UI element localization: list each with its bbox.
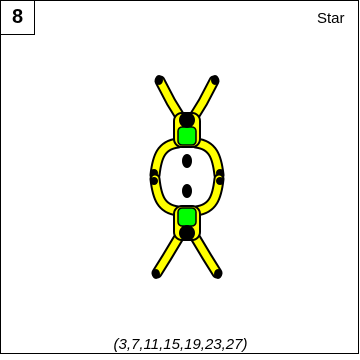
top-jumper: [149, 75, 225, 181]
card-number: 8: [1, 1, 35, 35]
bottom-jumper: [149, 173, 225, 279]
formation-name: Star: [317, 10, 345, 27]
sequence-label: (3,7,11,15,19,23,27): [113, 336, 248, 353]
formation-diagram: [149, 75, 225, 279]
